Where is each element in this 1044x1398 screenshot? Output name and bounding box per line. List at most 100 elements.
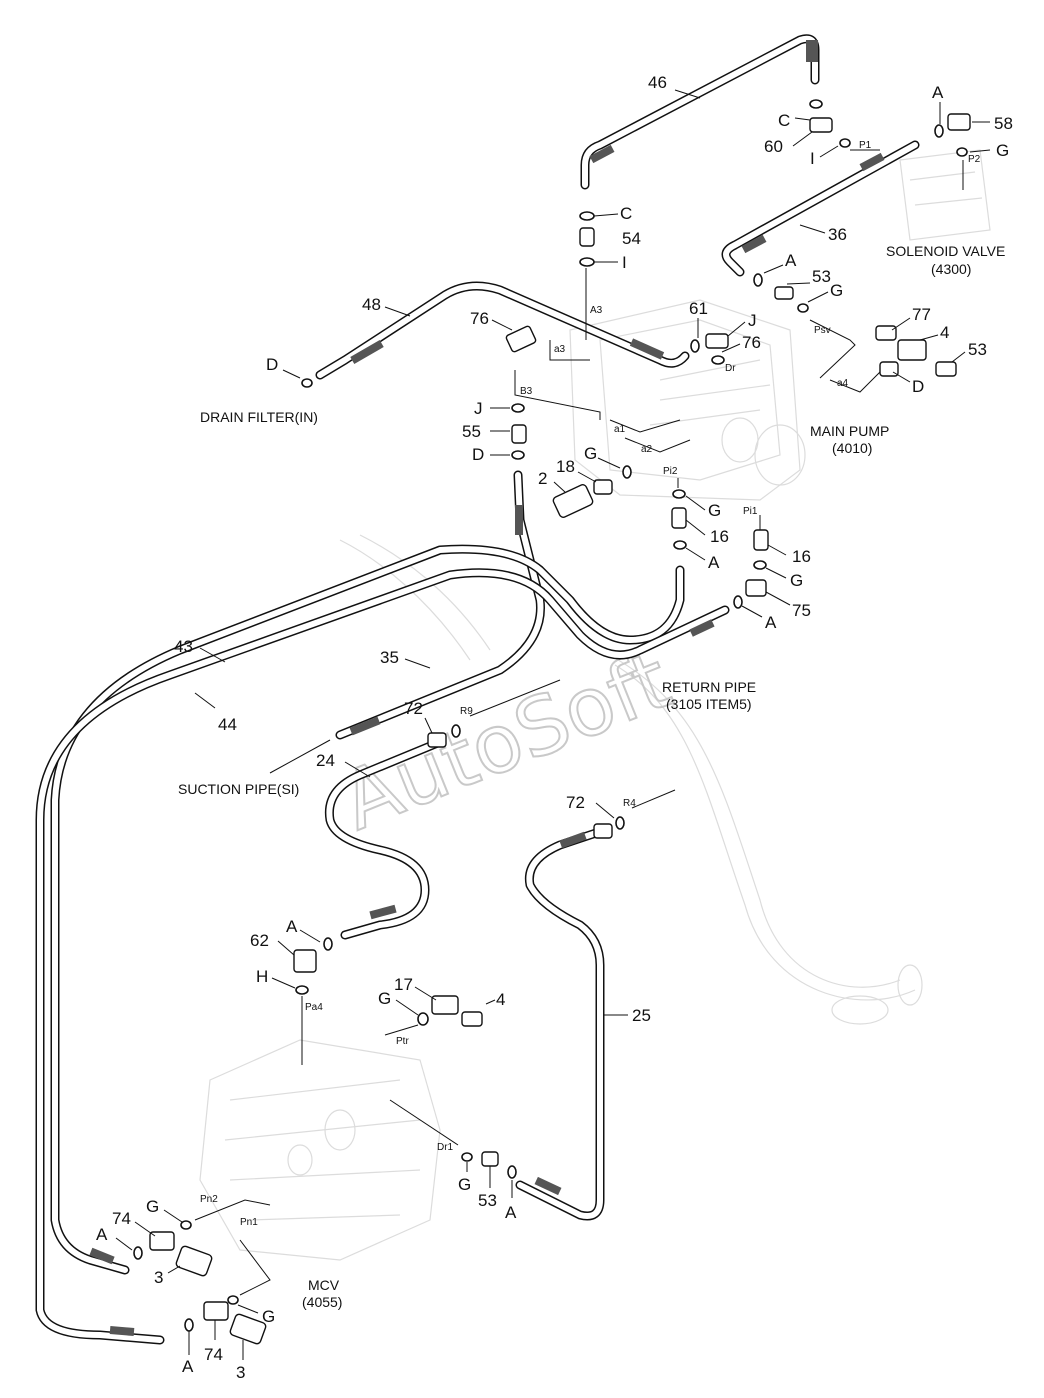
callout-53: D <box>912 377 924 396</box>
fitting-58 <box>947 113 971 131</box>
callout-44: 44 <box>218 715 237 734</box>
callout-D: 61 <box>689 299 708 318</box>
port-labels: P1 P2 A3 a3 Psv Dr a4 B3 a1 a2 Pi2 Pi1 R… <box>200 140 981 1228</box>
port-A3: A3 <box>590 305 603 316</box>
callout-25: 25 <box>632 1006 651 1025</box>
fittings <box>149 113 971 1345</box>
return-pipe-label: RETURN PIPE <box>662 679 756 695</box>
port-Psv: Psv <box>814 325 831 336</box>
fitting-3b <box>229 1313 267 1345</box>
port-R9: R9 <box>460 706 473 717</box>
pipe-44-inner <box>37 569 728 1343</box>
fitting-4b <box>461 1011 483 1027</box>
callout-55: 55 <box>462 422 481 441</box>
port-P1: P1 <box>859 140 872 151</box>
callout-G: G <box>790 571 803 590</box>
fitting-72b <box>593 823 613 839</box>
callout-G: G <box>996 141 1009 160</box>
callout-62: 62 <box>250 931 269 950</box>
callout-A: A <box>708 553 720 572</box>
callout-61: J <box>748 311 757 330</box>
callout-48: 48 <box>362 295 381 314</box>
callout-A: A <box>785 251 797 270</box>
fitting-61 <box>705 333 729 349</box>
port-a1: a1 <box>614 424 626 435</box>
pipe-36-inner <box>723 142 918 275</box>
callout-I: I <box>810 149 815 168</box>
port-Pa4: Pa4 <box>305 1002 323 1013</box>
solenoid-valve-outline <box>899 149 991 241</box>
callout-76: 77 <box>912 305 931 324</box>
callout-4: 4 <box>496 990 505 1009</box>
mcv-label: MCV <box>308 1277 340 1293</box>
fitting-16b <box>753 529 769 551</box>
fitting-74b <box>203 1301 229 1321</box>
callout-46: 46 <box>648 73 667 92</box>
fitting-77 <box>897 339 927 361</box>
callout-A: A <box>182 1357 194 1376</box>
port-Dr: Dr <box>725 363 736 374</box>
callout-36: 36 <box>828 225 847 244</box>
callout-3: 3 <box>236 1363 245 1382</box>
callout-D: D <box>266 355 278 374</box>
fitting-16a <box>671 507 687 529</box>
callouts: 46 A 58 C 60 I G C 54 I 36 A 53 G 48 76 … <box>96 73 1013 1382</box>
suction-pipe-label: SUCTION PIPE(SI) <box>178 781 299 797</box>
port-a3: a3 <box>554 344 566 355</box>
main-pump-outline <box>569 299 806 501</box>
solenoid-valve-code: (4300) <box>931 261 971 277</box>
fitting-2 <box>552 484 594 518</box>
fitting-3a <box>175 1245 213 1277</box>
callout-G: G <box>458 1175 471 1194</box>
fitting-72a <box>427 732 447 748</box>
port-Pn1: Pn1 <box>240 1217 258 1228</box>
pipe-35-inner <box>337 472 544 738</box>
callout-75: 75 <box>792 601 811 620</box>
callout-58: 58 <box>994 114 1013 133</box>
callout-53: 53 <box>812 267 831 286</box>
callout-A: A <box>286 917 298 936</box>
callout-A: A <box>765 613 777 632</box>
callout-G: G <box>708 501 721 520</box>
callout-72: 72 <box>404 699 423 718</box>
callout-3: 3 <box>154 1268 163 1287</box>
callout-G: G <box>378 989 391 1008</box>
callout-I: I <box>622 253 627 272</box>
port-Ptr: Ptr <box>396 1036 409 1047</box>
port-Pi1: Pi1 <box>743 506 758 517</box>
callout-J: J <box>474 399 483 418</box>
fitting-53c <box>481 1151 499 1167</box>
callout-2: 2 <box>538 469 547 488</box>
fitting-62 <box>293 949 317 973</box>
fitting-4a <box>935 361 957 377</box>
port-B3: B3 <box>520 386 533 397</box>
callout-G: G <box>830 281 843 300</box>
callout-35: 35 <box>380 648 399 667</box>
port-Pn2: Pn2 <box>200 1194 218 1205</box>
fitting-76a <box>505 325 537 353</box>
return-pipe-outline <box>599 649 923 1025</box>
fitting-75 <box>745 579 767 597</box>
port-a2: a2 <box>641 444 653 455</box>
callout-77: 4 <box>940 323 949 342</box>
main-pump-code: (4010) <box>832 440 872 456</box>
fitting-53a <box>774 286 794 300</box>
callout-G: G <box>262 1307 275 1326</box>
fitting-74a <box>149 1231 175 1251</box>
callout-4: 53 <box>968 340 987 359</box>
fitting-18 <box>593 479 613 495</box>
port-Pi2: Pi2 <box>663 466 678 477</box>
callout-74: 74 <box>112 1209 131 1228</box>
main-pump-label: MAIN PUMP <box>810 423 889 439</box>
callout-J: 76 <box>742 333 761 352</box>
callout-A: A <box>932 83 944 102</box>
fitting-55 <box>511 424 527 444</box>
callout-17: 17 <box>394 975 413 994</box>
fitting-17 <box>431 995 459 1015</box>
callout-18: 18 <box>556 457 575 476</box>
fitting-60 <box>809 117 833 133</box>
leader-lines <box>115 89 991 1360</box>
callout-72: 72 <box>566 793 585 812</box>
port-a4: a4 <box>837 378 849 389</box>
hose-crimps <box>89 40 885 1337</box>
